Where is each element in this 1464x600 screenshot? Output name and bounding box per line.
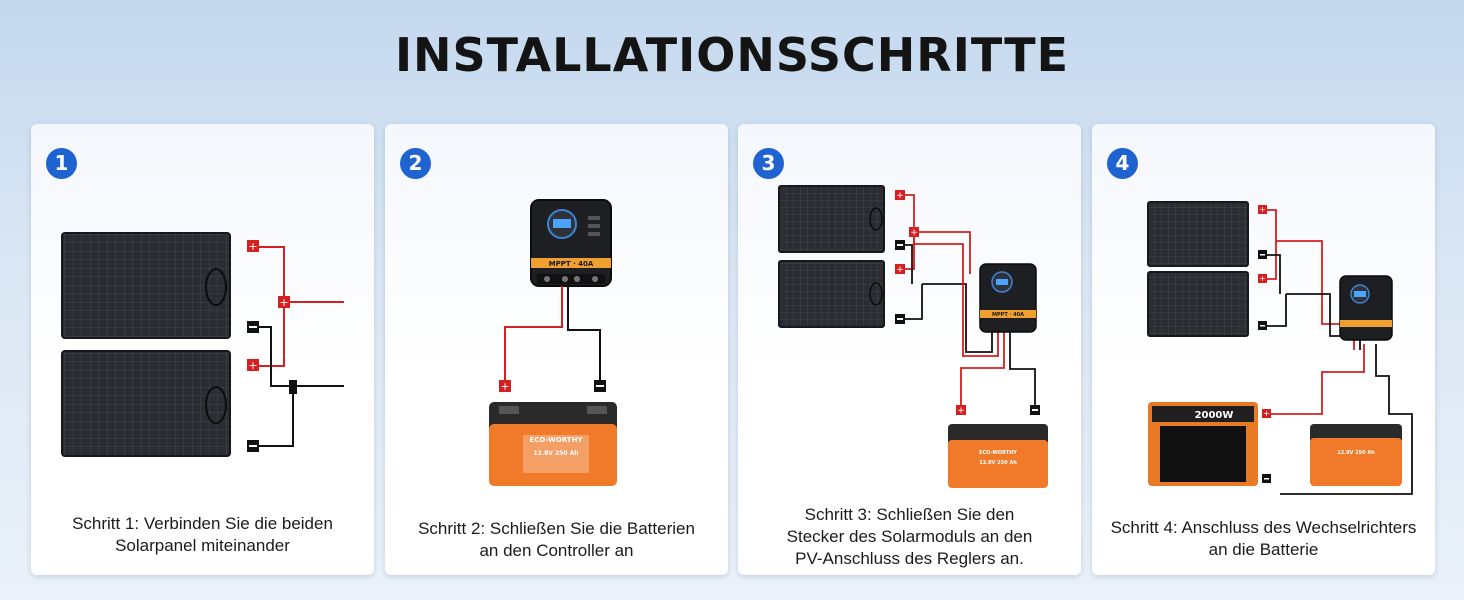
plus-connector-icon: + (247, 359, 259, 372)
battery-icon: ECO-WORTHY 12.8V 250 Ah (948, 424, 1048, 488)
svg-text:+: + (1259, 205, 1266, 214)
plus-connector-icon: + (1258, 274, 1267, 283)
svg-text:+: + (896, 191, 904, 201)
step-caption: Schritt 1: Verbinden Sie die beiden Sola… (72, 514, 333, 555)
solar-panel-icon (1147, 201, 1249, 267)
svg-text:+: + (279, 296, 288, 309)
controller-label: MPPT · 40A (992, 312, 1024, 318)
battery-icon: 12.8V 250 Ah (1310, 424, 1402, 486)
charge-controller-icon: MPPT · 40A (979, 263, 1037, 333)
battery-brand: ECO-WORTHY (529, 436, 583, 444)
step-card-4: 4 + + (1092, 124, 1435, 575)
charge-controller-icon: MPPT · 40A (530, 199, 612, 287)
battery-spec: 12.8V 250 Ah (979, 460, 1017, 466)
step-number-badge: 4 (1107, 148, 1138, 179)
solar-panel-icon (61, 350, 231, 457)
page-title: INSTALLATIONSSCHRITTE (394, 28, 1070, 82)
battery-brand: ECO-WORTHY (979, 450, 1017, 456)
minus-connector-icon (1262, 474, 1271, 483)
plus-connector-icon: + (956, 405, 966, 416)
minus-connector-icon (1258, 250, 1267, 259)
minus-connector-icon (247, 321, 259, 333)
plus-connector-icon: + (895, 190, 905, 201)
plus-connector-icon: + (1262, 409, 1271, 418)
plus-connector-icon: + (247, 240, 259, 253)
step-card-1: 1 + + + (31, 124, 374, 575)
minus-connector-icon (1030, 405, 1040, 415)
minus-connector-icon (247, 440, 259, 452)
step-number-badge: 1 (46, 148, 77, 179)
charge-controller-icon (1339, 275, 1393, 341)
step-1-diagram: + + + (61, 232, 344, 457)
step-caption: Schritt 2: Schließen Sie die Batterien a… (418, 519, 695, 560)
plus-connector-icon: + (909, 227, 919, 238)
step-4-diagram: + + 2000W + (1147, 201, 1413, 495)
svg-text:+: + (248, 359, 257, 372)
solar-panel-icon (778, 260, 885, 328)
inverter-rating: 2000W (1195, 410, 1234, 421)
svg-text:+: + (248, 240, 257, 253)
solar-panel-icon (1147, 271, 1249, 337)
step-number-badge: 3 (753, 148, 784, 179)
minus-connector-icon (895, 314, 905, 324)
step-2-diagram: MPPT · 40A + ECO-WORTHY 12.8V 250 Ah (489, 199, 617, 486)
step-caption: Schritt 4: Anschluss des Wechselrichters… (1110, 518, 1417, 559)
controller-label: MPPT · 40A (549, 260, 594, 268)
svg-text:+: + (910, 228, 918, 238)
battery-spec: 12.8V 250 Ah (533, 450, 578, 457)
svg-text:+: + (957, 406, 965, 416)
step-caption: Schritt 3: Schließen Sie den Stecker des… (786, 505, 1033, 568)
svg-text:+: + (896, 265, 904, 275)
step-number-badge: 2 (400, 148, 431, 179)
solar-panel-icon (778, 185, 885, 253)
plus-connector-icon: + (1258, 205, 1267, 214)
minus-connector-icon (895, 240, 905, 250)
step-3-diagram: + + + MPPT · 40A + (778, 185, 1048, 488)
step-card-2: 2 MPPT · 40A + ECO-WORTHY 12. (385, 124, 728, 575)
battery-icon: ECO-WORTHY 12.8V 250 Ah (489, 402, 617, 486)
svg-text:+: + (1259, 274, 1266, 283)
battery-spec: 12.8V 250 Ah (1337, 450, 1375, 456)
minus-connector-icon (594, 380, 606, 392)
step-card-3: 3 + + + (738, 124, 1081, 575)
plus-connector-icon: + (278, 296, 290, 309)
svg-text:+: + (500, 380, 509, 393)
solar-panel-icon (61, 232, 231, 339)
inverter-icon: 2000W (1148, 402, 1258, 486)
svg-text:+: + (1263, 409, 1270, 418)
plus-connector-icon: + (499, 380, 511, 393)
plus-connector-icon: + (895, 264, 905, 275)
minus-connector-icon (1258, 321, 1267, 330)
